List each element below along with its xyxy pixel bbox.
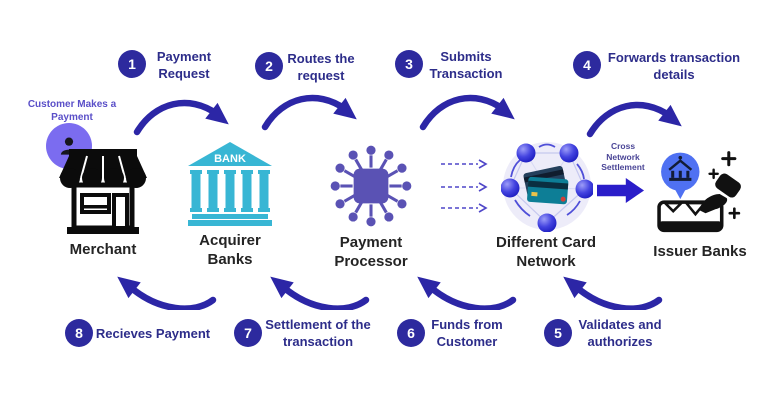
- issuer-bank-wallet-icon: [657, 151, 741, 233]
- flow-arrow-6-icon: [417, 276, 517, 310]
- cross-settlement-arrow-icon: [597, 178, 645, 203]
- storefront-icon: [59, 149, 147, 234]
- acquirer-banks-label: Acquirer Banks: [199, 232, 261, 268]
- dashed-arrow-2-icon: [441, 182, 488, 192]
- bank-sign-text: BANK: [214, 153, 246, 165]
- step-5-label: Validates and authorizes: [578, 317, 662, 350]
- step-7-label: Settlement of the transaction: [265, 317, 371, 350]
- chip-network-icon: [330, 145, 412, 227]
- flow-arrow-7-icon: [270, 276, 370, 310]
- step-3-badge: 3: [395, 50, 423, 78]
- step-5-badge: 5: [544, 319, 572, 347]
- step-6-label: Funds from Customer: [431, 317, 503, 350]
- customer-note-label: Customer Makes a Payment: [27, 99, 117, 123]
- dashed-arrow-1-icon: [441, 159, 488, 169]
- flow-arrow-5-icon: [563, 276, 663, 310]
- payment-processor-label: Payment Processor: [334, 234, 408, 270]
- step-4-label: Forwards transaction details: [607, 50, 741, 83]
- step-7-badge: 7: [234, 319, 262, 347]
- step-6-badge: 6: [397, 319, 425, 347]
- dashed-arrow-3-icon: [441, 203, 488, 213]
- step-2-label: Routes the request: [287, 51, 355, 84]
- cross-network-settlement-label: Cross Network Settlement: [601, 141, 645, 173]
- card-network-label: Different Card Network: [495, 234, 596, 270]
- merchant-label: Merchant: [69, 241, 137, 258]
- flow-arrow-2-icon: [261, 94, 357, 131]
- step-8-label: Recieves Payment: [95, 326, 211, 341]
- card-network-icon: [501, 142, 593, 232]
- issuer-banks-label: Issuer Banks: [653, 243, 747, 260]
- bank-bubble-glyph: [668, 155, 693, 181]
- flow-arrow-3-icon: [419, 94, 515, 131]
- step-2-badge: 2: [255, 52, 283, 80]
- flow-arrow-8-icon: [117, 276, 217, 310]
- bank-icon: BANK: [188, 142, 272, 226]
- step-8-badge: 8: [65, 319, 93, 347]
- flow-arrow-1-icon: [133, 99, 229, 136]
- step-4-badge: 4: [573, 51, 601, 79]
- step-3-label: Submits Transaction: [429, 49, 503, 82]
- step-1-label: Payment Request: [156, 49, 212, 82]
- step-1-badge: 1: [118, 50, 146, 78]
- flow-arrow-4-icon: [586, 101, 682, 138]
